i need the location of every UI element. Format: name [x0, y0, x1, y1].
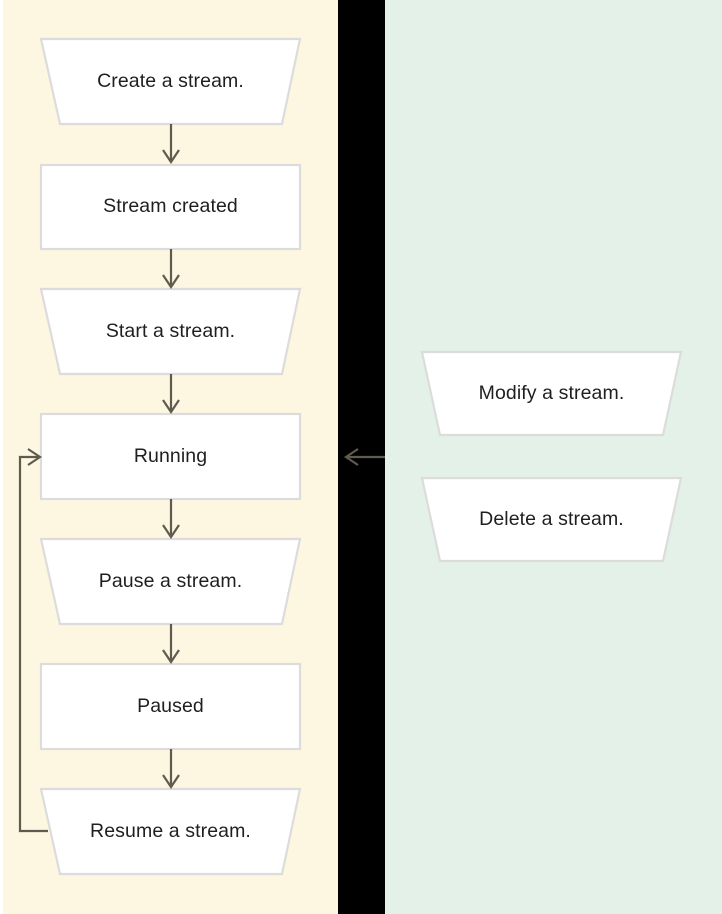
- node-resume-a-stream[interactable]: [39, 787, 302, 876]
- edge-resume-to-running-loop: [18, 448, 48, 833]
- edge-stream-created-to-start: [162, 249, 180, 289]
- node-stream-created[interactable]: [39, 163, 302, 251]
- edge-operations-to-running: [344, 448, 385, 466]
- edge-pause-to-paused: [162, 624, 180, 664]
- node-delete-a-stream[interactable]: [420, 476, 683, 563]
- edge-paused-to-resume: [162, 749, 180, 789]
- node-modify-a-stream[interactable]: [420, 350, 683, 437]
- edge-create-to-stream-created: [162, 124, 180, 164]
- edge-start-to-running: [162, 374, 180, 414]
- node-pause-a-stream[interactable]: [39, 537, 302, 626]
- node-create-a-stream[interactable]: [39, 37, 302, 126]
- node-paused[interactable]: [39, 662, 302, 751]
- node-start-a-stream[interactable]: [39, 287, 302, 376]
- node-running[interactable]: [39, 412, 302, 501]
- right-lane-background: [385, 0, 722, 914]
- edge-running-to-pause: [162, 499, 180, 539]
